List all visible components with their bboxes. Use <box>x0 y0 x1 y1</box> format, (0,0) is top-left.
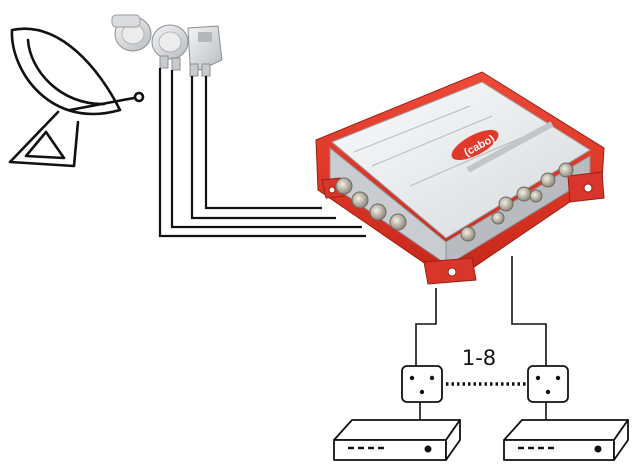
lnb-cables <box>158 68 366 238</box>
outlet-left <box>401 365 443 403</box>
receiver-range-label: 1-8 <box>461 346 497 370</box>
input-connectors <box>335 177 407 231</box>
receiver-left <box>333 419 461 461</box>
receiver-right <box>503 419 629 461</box>
output-cables <box>415 256 547 422</box>
output-connectors <box>460 162 574 242</box>
multiswitch-icon: (cabo) <box>315 71 605 285</box>
satellite-dish-icon <box>8 27 145 168</box>
quad-lnb-icon <box>111 14 223 77</box>
outlet-right <box>527 365 569 403</box>
